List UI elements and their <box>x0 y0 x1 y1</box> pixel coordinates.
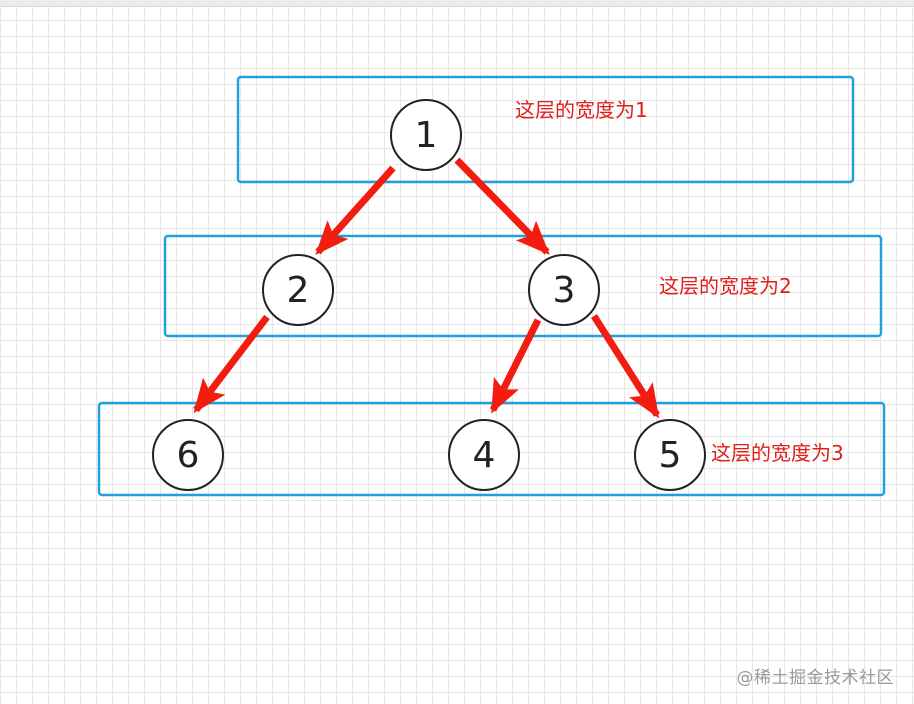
node-label-2: 2 <box>287 270 310 311</box>
watermark: @稀土掘金技术社区 <box>736 668 894 688</box>
tree-node-4: 4 <box>448 419 520 491</box>
level-label-1: 这层的宽度为1 <box>515 98 648 122</box>
tree-node-3: 3 <box>528 254 600 326</box>
node-label-1: 1 <box>415 115 438 156</box>
arrow-1-to-2 <box>315 165 396 255</box>
arrow-2-to-6 <box>193 314 270 414</box>
node-label-5: 5 <box>659 435 682 476</box>
level-label-3: 这层的宽度为3 <box>711 441 844 465</box>
tree-node-6: 6 <box>152 419 224 491</box>
tree-node-2: 2 <box>262 254 334 326</box>
arrow-1-to-3 <box>454 157 550 255</box>
top-bar <box>0 0 914 7</box>
node-label-3: 3 <box>553 270 576 311</box>
node-label-6: 6 <box>177 435 200 476</box>
level-label-2: 这层的宽度为2 <box>659 274 792 298</box>
node-label-4: 4 <box>473 435 496 476</box>
level-box-1 <box>236 75 855 184</box>
arrow-3-to-4 <box>489 318 542 414</box>
tree-node-1: 1 <box>390 99 462 171</box>
arrow-3-to-5 <box>591 314 660 419</box>
tree-node-5: 5 <box>634 419 706 491</box>
